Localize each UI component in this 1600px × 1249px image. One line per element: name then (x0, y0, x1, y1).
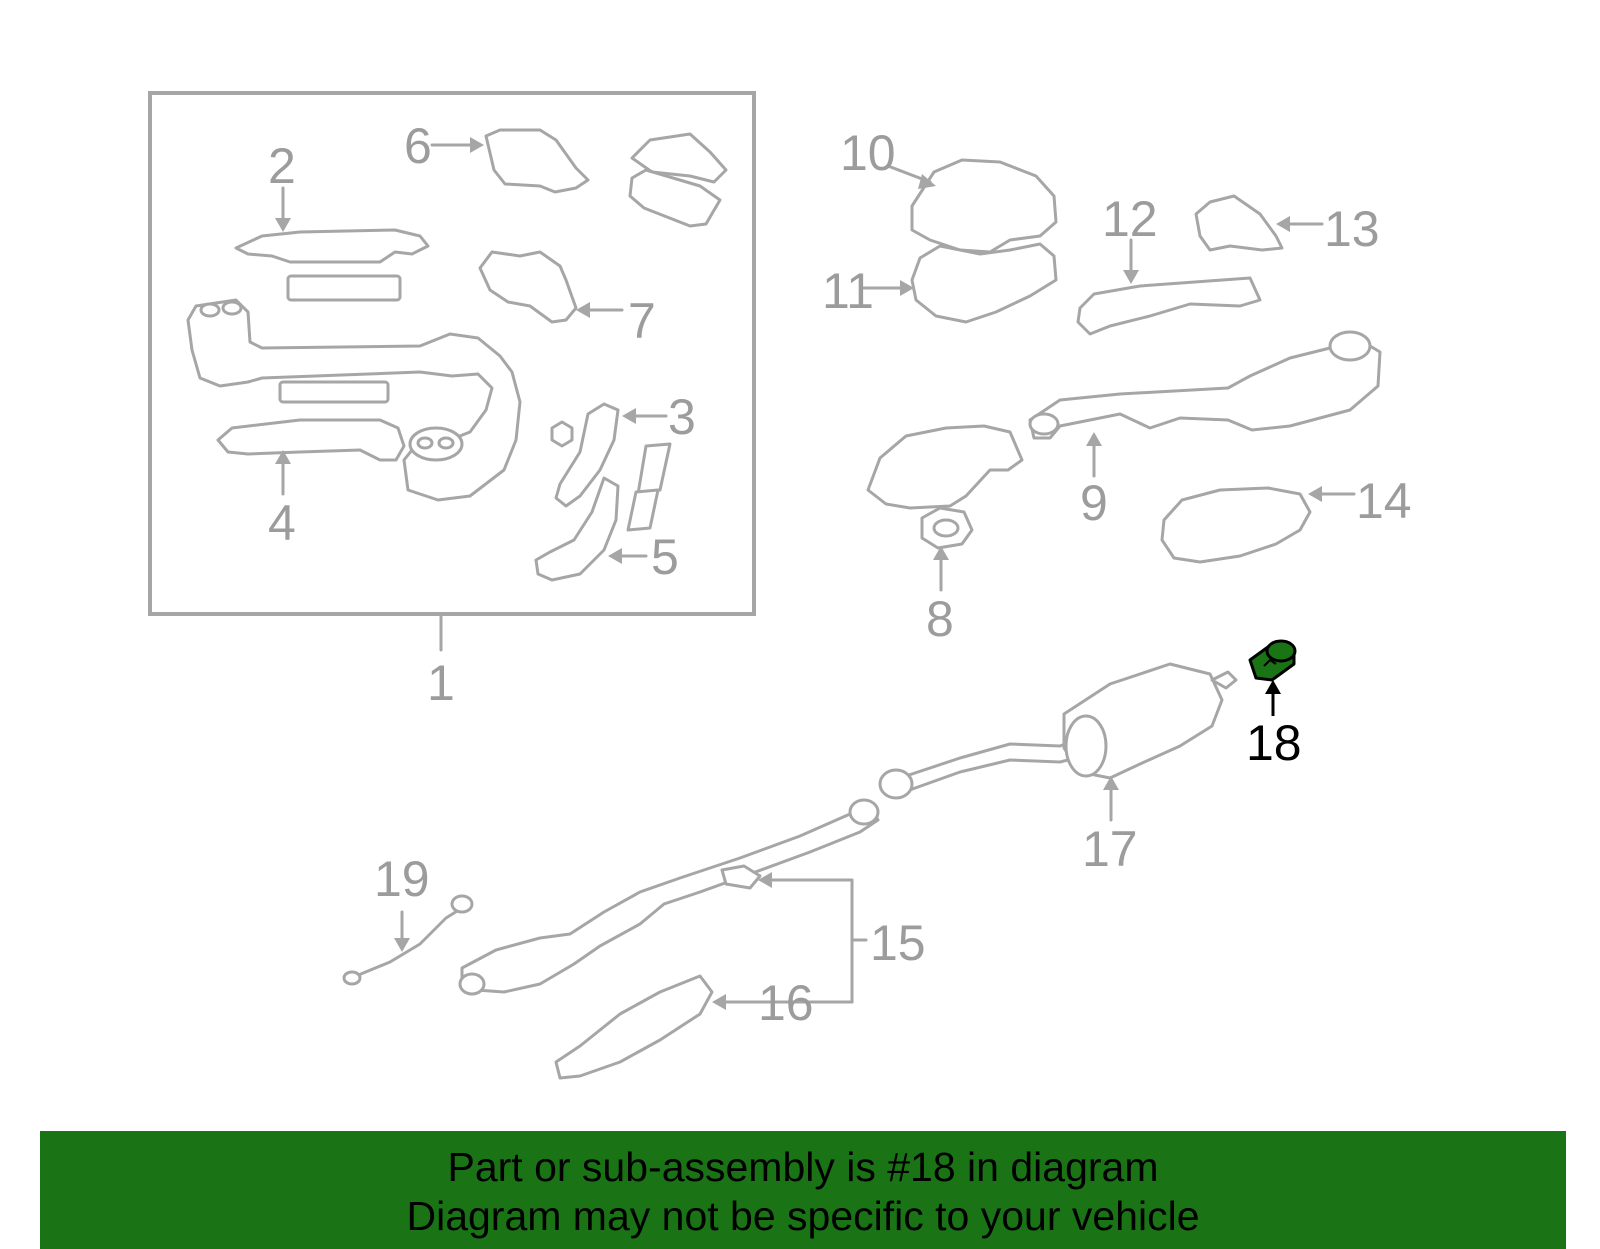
arrow-18-head (1265, 680, 1281, 694)
callout-8: 8 (926, 591, 954, 647)
callout-14: 14 (1356, 473, 1412, 529)
part-17-muffler-end (1064, 714, 1108, 778)
callout-9: 9 (1080, 475, 1108, 531)
part-4-flange-hole-a (416, 436, 434, 450)
callout-19: 19 (374, 851, 430, 907)
arrow-19-head (394, 938, 410, 952)
part-17-pipe (898, 736, 1082, 780)
callout-16: 16 (758, 975, 814, 1031)
part-small-shield-a (630, 132, 728, 184)
part-8-gasket-hole (932, 518, 960, 538)
part-4-flange (408, 426, 464, 462)
part-gasket-lower (278, 380, 390, 404)
part-19-sensor (450, 894, 474, 914)
arrow-10-head (918, 174, 936, 189)
callout-13: 13 (1324, 201, 1380, 257)
arrow-2-head (275, 218, 291, 232)
callout-2: 2 (268, 138, 296, 194)
arrow-3-head (622, 408, 636, 424)
part-small-plate-a (636, 442, 672, 496)
part-17-pipe-lower (902, 754, 1086, 794)
arrow-6-head (470, 137, 484, 153)
part-11-heat-shield (910, 242, 1058, 324)
part-15-flange-front (458, 972, 486, 996)
callout-10: 10 (840, 125, 896, 181)
arrow-8-head (933, 546, 949, 560)
part-14-shield (1160, 486, 1312, 564)
part-13-shield (1194, 194, 1284, 252)
part-nut (550, 420, 574, 448)
arrow-17-head (1103, 776, 1119, 790)
banner-line-1: Part or sub-assembly is #18 in diagram (447, 1144, 1159, 1190)
callout-1: 1 (427, 655, 455, 711)
part-3-shield (554, 402, 620, 508)
arrow-11-head (900, 280, 914, 296)
part-9-converter-pipe (1028, 338, 1382, 440)
part-small-plate-b (626, 488, 660, 532)
part-17-flange (878, 768, 914, 800)
arrow-5-head (608, 548, 622, 564)
part-17-outlet (1210, 670, 1238, 690)
arrow-13-head (1276, 216, 1290, 232)
callout-12: 12 (1102, 191, 1158, 247)
part-2-gasket (286, 274, 402, 302)
part-10-heat-shield (910, 158, 1058, 254)
part-small-shield-b (628, 168, 722, 228)
arrow-14-head (1308, 486, 1322, 502)
callout-3: 3 (668, 389, 696, 445)
part-18-exhaust-tip (1248, 639, 1297, 682)
callout-6: 6 (404, 118, 432, 174)
part-9-flange-rear (1328, 330, 1372, 362)
arrow-9-head (1086, 432, 1102, 446)
part-4-flange-hole-b (437, 436, 455, 450)
part-5-shield (534, 476, 620, 582)
callout-17: 17 (1082, 821, 1138, 877)
part-15-flange-rear (848, 798, 880, 826)
flange-hole-b (221, 300, 243, 316)
callout-7: 7 (628, 293, 656, 349)
callout-5: 5 (651, 529, 679, 585)
part-9-flange (1028, 412, 1060, 436)
callout-11: 11 (822, 263, 874, 319)
callout-4: 4 (268, 495, 296, 551)
part-19-connector (342, 970, 362, 986)
arrow-12-head (1123, 270, 1139, 284)
arrow-4-head (275, 450, 291, 464)
part-4-heat-shield (216, 418, 406, 462)
banner-line-2: Diagram may not be specific to your vehi… (406, 1193, 1200, 1239)
arrow-16-head (712, 994, 726, 1010)
part-15-center-pipe (460, 804, 880, 994)
part-12-heat-shield (1076, 276, 1262, 336)
callout-15: 15 (870, 915, 926, 971)
part-7-shield (478, 250, 578, 324)
part-6-shield (484, 128, 590, 194)
part-15-bracket (720, 864, 762, 890)
info-banner: Part or sub-assembly is #18 in diagram D… (40, 1131, 1566, 1249)
flange-hole-a (199, 302, 221, 318)
arrow-15-upper-head (758, 872, 772, 888)
arrow-7-head (576, 302, 590, 318)
callout-18: 18 (1246, 715, 1302, 771)
part-19-sensor-wire (354, 906, 464, 978)
part-16-heat-shield (554, 974, 714, 1080)
part-2-heat-shield (234, 228, 430, 264)
part-8-converter (866, 424, 1024, 510)
